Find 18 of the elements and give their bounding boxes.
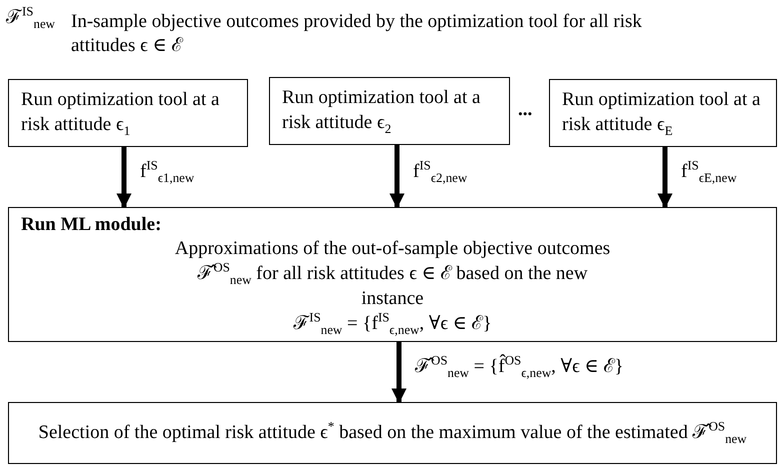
arrow: [392, 342, 406, 404]
box-text: Run optimization tool at a risk attitude ϵ$_{E}$: [562, 88, 762, 138]
arrow: [116, 147, 132, 208]
box-text: Run optimization tool at a risk attitude ϵ$_{1}$: [21, 88, 220, 138]
legend-description: In-sample objective outcomes provided by the optimization tool for all risk attitudes ϵ ∈ ℰ: [71, 10, 643, 58]
box-text: Run optimization tool at a risk attitude ϵ$_{2}$: [282, 86, 482, 136]
box-text: Approximations of the out-of-sample objective outcomes ℱ̂$^{OS}$$_{new}$ for all risk attitudes ϵ ∈ ℰ based on the new instance: [174, 237, 612, 311]
arrow: [658, 147, 672, 208]
process-box: [8, 207, 777, 342]
edge-label: ℱ̂$^{OS}$$_{new}$ = {f̂$^{OS}$$_{ϵ,new}$, ∀ϵ ∈ ℰ}: [415, 355, 624, 380]
box-heading: Run ML module:: [21, 212, 162, 237]
process-box: [8, 79, 248, 147]
arrow: [390, 145, 404, 208]
process-box: [8, 402, 777, 464]
box-text: ℱ$^{IS}$$_{new}$ = {f$^{IS}$$_{ϵ,new}$, ∀ϵ ∈ ℰ}: [292, 312, 493, 336]
ellipsis-label: ...: [518, 98, 532, 122]
process-box: [549, 79, 777, 147]
process-box: [269, 77, 510, 145]
